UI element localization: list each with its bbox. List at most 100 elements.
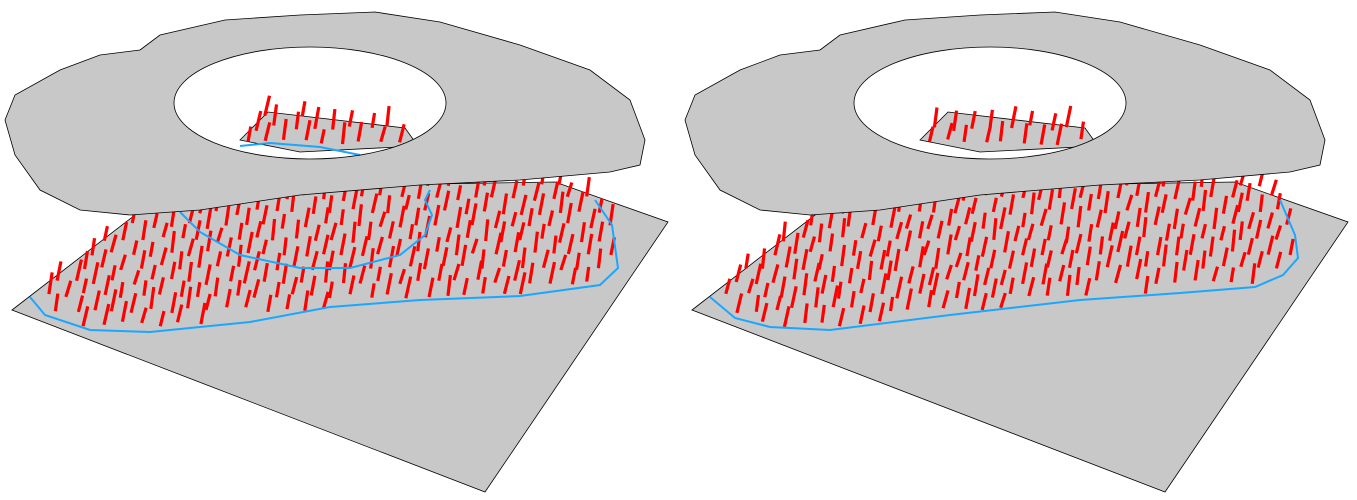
vector-arrow	[1125, 245, 1133, 267]
vector-arrow	[537, 193, 546, 216]
vector-arrow	[272, 104, 279, 126]
vector-arrow	[1285, 208, 1293, 225]
vector-arrow	[970, 110, 977, 129]
vector-arrow	[120, 300, 129, 322]
vector-arrow	[356, 121, 364, 142]
vector-field-upper	[246, 95, 406, 145]
vector-arrow	[927, 266, 936, 286]
vector-arrow	[109, 289, 118, 312]
vector-arrow	[1087, 223, 1094, 242]
vector-arrow	[501, 193, 509, 215]
vector-arrow	[187, 261, 194, 282]
vector-arrow	[1155, 236, 1163, 256]
vector-arrow	[470, 203, 478, 226]
vector-arrow	[331, 108, 337, 130]
vector-arrow	[1255, 219, 1263, 239]
vector-arrow	[566, 202, 573, 224]
vector-arrow	[1231, 204, 1240, 225]
vector-arrow	[840, 244, 847, 267]
vector-arrow	[1144, 250, 1150, 267]
vector-arrow	[484, 219, 490, 242]
vector-arrow	[991, 197, 998, 213]
vector-arrow	[1211, 266, 1220, 282]
vector-arrow	[215, 227, 224, 243]
vector-arrow	[1094, 260, 1101, 281]
vector-arrow	[520, 247, 527, 269]
vector-arrow	[119, 254, 127, 271]
vector-arrow	[1209, 178, 1216, 198]
vector-arrow	[452, 263, 461, 281]
vector-arrow	[790, 286, 798, 309]
vector-arrow	[1201, 189, 1208, 212]
vector-arrow	[541, 249, 550, 269]
vector-arrow	[303, 207, 311, 228]
vector-arrow	[1116, 183, 1123, 199]
vector-arrow	[888, 296, 895, 312]
vector-arrow	[205, 207, 213, 230]
vector-arrow	[1160, 194, 1168, 214]
vector-arrow	[962, 124, 969, 143]
vector-arrow	[1027, 276, 1036, 297]
vector-arrow	[1258, 194, 1264, 213]
vector-arrow	[860, 222, 868, 239]
vector-arrow	[760, 248, 767, 269]
vector-arrow	[597, 198, 604, 213]
vector-arrow	[1274, 225, 1283, 241]
vector-arrow	[828, 233, 835, 252]
vector-arrow	[470, 238, 479, 254]
vector-arrow	[270, 218, 277, 241]
vector-arrow	[754, 294, 761, 312]
vector-arrow	[1028, 110, 1035, 126]
vector-arrow	[895, 221, 904, 240]
vector-arrow	[1221, 247, 1229, 267]
vector-arrow	[803, 303, 809, 324]
vector-arrow	[370, 112, 377, 129]
vector-arrow	[236, 279, 242, 296]
vector-arrow	[170, 292, 178, 314]
vector-arrow	[75, 259, 84, 282]
vector-arrow	[1238, 221, 1244, 241]
vector-arrow	[934, 247, 941, 269]
vector-arrow	[841, 218, 847, 238]
vector-arrow	[340, 122, 347, 145]
vector-arrow	[186, 238, 195, 257]
vector-arrow	[579, 221, 587, 243]
vector-arrow	[724, 278, 732, 295]
vector-arrow	[836, 281, 843, 299]
vector-arrow	[734, 264, 743, 283]
vector-arrow	[476, 260, 484, 280]
vector-arrow	[204, 264, 212, 286]
vector-arrow	[813, 262, 821, 282]
vector-arrow	[548, 261, 557, 284]
vector-arrow	[773, 233, 782, 256]
vector-arrow	[763, 282, 770, 298]
vector-arrow	[527, 207, 534, 227]
vector-arrow	[435, 182, 442, 198]
vector-arrow	[565, 182, 574, 198]
vector-arrow	[1046, 225, 1053, 241]
vector-arrow	[489, 179, 497, 198]
vector-arrow	[441, 246, 449, 267]
vector-arrow	[246, 231, 254, 254]
vector-arrow	[404, 276, 413, 299]
vector-field-upper	[927, 105, 1086, 146]
vector-arrow	[931, 272, 940, 296]
vector-arrow	[464, 198, 471, 215]
vector-arrow	[1039, 208, 1048, 227]
vector-arrow	[309, 275, 317, 296]
vector-arrow	[876, 225, 883, 242]
vector-arrow	[225, 237, 233, 257]
vector-arrow	[501, 249, 509, 267]
vector-arrow	[814, 287, 820, 308]
vector-arrow	[357, 204, 363, 227]
vector-arrow	[55, 261, 63, 281]
vector-arrow	[962, 261, 970, 281]
upper-inner-plane	[919, 111, 1099, 153]
vector-arrow	[980, 292, 988, 311]
vector-arrow	[992, 218, 998, 241]
vector-arrow	[889, 205, 897, 229]
vector-arrow	[559, 254, 568, 271]
vector-arrow	[990, 278, 998, 298]
vector-arrow	[1135, 258, 1143, 280]
